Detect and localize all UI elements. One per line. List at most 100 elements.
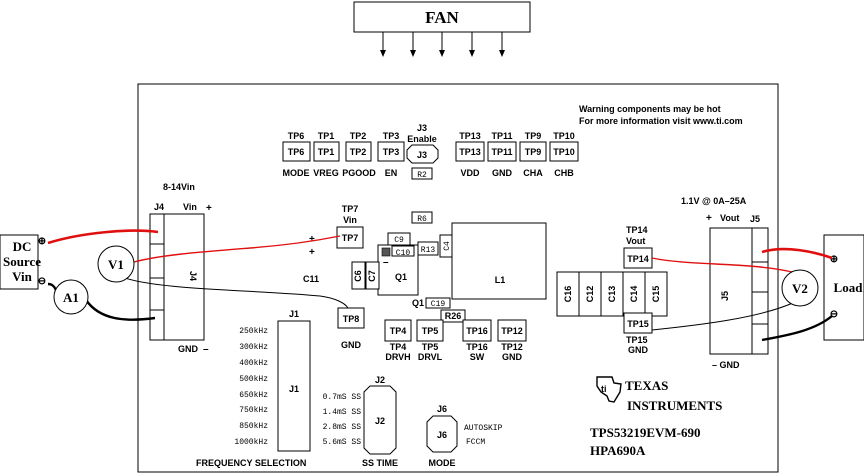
j3-subtitle: Enable — [407, 134, 437, 144]
tp4-box — [384, 319, 412, 342]
r6-resistor — [411, 211, 433, 224]
v1-voltmeter — [97, 245, 135, 283]
tp1-label: TP1 — [318, 131, 335, 141]
c7-label: C7 — [367, 270, 377, 282]
j4-name: J4 — [154, 202, 164, 212]
ti-logo: ti TEXAS INSTRUMENTS — [596, 376, 722, 413]
evm-board-outline — [137, 83, 779, 473]
dc-source-plus-terminal: ⊕ — [38, 236, 46, 247]
load-positive-wire — [761, 247, 833, 260]
freq-650khz: 650kHz — [239, 391, 268, 400]
fan-box — [353, 1, 531, 33]
v2-label: V2 — [792, 281, 808, 296]
load-minus-terminal: ⊖ — [830, 309, 838, 320]
fan: FAN — [353, 1, 531, 57]
c13-label: C13 — [607, 286, 617, 303]
dc-source-minus-terminal: ⊖ — [38, 276, 46, 287]
j5-gnd-label: – GND — [712, 360, 740, 370]
tp7-box — [336, 226, 364, 249]
tp4-box-label: TP4 — [390, 326, 407, 336]
v2-negative-wire — [651, 301, 796, 331]
ti-state-shape — [596, 376, 622, 403]
vin-range-label: 8-14Vin — [163, 182, 195, 192]
c15-capacitor — [644, 271, 668, 317]
freq-1000khz: 1000kHz — [234, 438, 268, 447]
board-number: HPA690A — [590, 443, 646, 458]
source-negative-wire — [47, 282, 58, 291]
load-plus-terminal: ⊕ — [830, 254, 838, 265]
j6-header — [426, 415, 458, 453]
tp6-signal: MODE — [283, 168, 310, 178]
j3-body-label: J3 — [417, 150, 427, 160]
tp4-label: TP4 — [390, 342, 407, 352]
v2-voltmeter — [781, 269, 819, 307]
tp13-box-label: TP13 — [459, 147, 481, 157]
tp11-label: TP11 — [491, 131, 512, 141]
frequency-selection-title: FREQUENCY SELECTION — [196, 458, 306, 468]
r6-label: R6 — [417, 215, 427, 224]
warning-line-2: For more information visit www.ti.com — [579, 116, 743, 126]
tp15-label: TP15 — [626, 335, 648, 345]
ss-time-title: SS TIME — [362, 458, 398, 468]
j4-gnd-label: GND — [178, 344, 199, 354]
tp15-box-label: TP15 — [627, 319, 649, 329]
j6-name: J6 — [437, 404, 447, 414]
r13-resistor — [417, 241, 439, 256]
mode-fccm: FCCM — [466, 438, 485, 447]
j6-body-label: J6 — [437, 430, 447, 440]
a1-label: A1 — [63, 290, 79, 305]
c10-label: C10 — [396, 249, 411, 258]
source-positive-wire — [47, 229, 159, 245]
r2-resistor — [411, 167, 433, 180]
tp5-box — [416, 319, 444, 342]
tp13-label: TP13 — [459, 131, 481, 141]
tp16-box-label: TP16 — [466, 326, 488, 336]
freq-850khz: 850kHz — [239, 422, 268, 431]
tp8-gnd-label: GND — [341, 340, 362, 350]
j1-body-label: J1 — [289, 384, 299, 394]
l1-inductor — [451, 222, 547, 300]
tp16-label: TP16 — [466, 342, 488, 352]
tp1-box — [313, 141, 340, 162]
j4-minus-sign: – — [203, 344, 209, 355]
output-capacitors: C16 C12 C13 C14 C15 — [556, 271, 668, 317]
j1-frequency-options: 250kHz 300kHz 400kHz 500kHz 650kHz 750kH… — [234, 327, 268, 447]
ss-1p4ms: 1.4mS SS — [323, 408, 362, 417]
r13-label: R13 — [421, 246, 436, 255]
dc-source-line3: Vin — [12, 269, 33, 284]
v1-label: V1 — [108, 257, 124, 272]
freq-750khz: 750kHz — [239, 406, 268, 415]
tp2-box — [345, 141, 372, 162]
tp5-box-label: TP5 — [422, 326, 439, 336]
tp14-vout-label: Vout — [626, 236, 645, 246]
v1-negative-wire — [119, 275, 349, 309]
a1-negative-wire — [85, 299, 156, 321]
fan-label: FAN — [425, 8, 459, 27]
load-negative-wire — [761, 315, 833, 342]
tp3-box-label: TP3 — [383, 147, 400, 157]
tp7-label: TP7 — [342, 204, 359, 214]
ti-instruments: INSTRUMENTS — [627, 398, 722, 413]
a1-ammeter — [53, 279, 89, 315]
j3-title: J3 — [417, 123, 427, 133]
freq-250khz: 250kHz — [239, 327, 268, 336]
tp9-box — [519, 141, 547, 162]
j4-body-label: J4 — [188, 271, 198, 281]
tp10-box-label: TP10 — [553, 147, 575, 157]
output-wiring — [651, 247, 833, 342]
fan-airflow-arrows — [380, 32, 505, 57]
c15-label: C15 — [651, 286, 661, 303]
j1-header — [277, 320, 311, 452]
power-stage: R6 C9 C10 – Q1 R13 C4 C7 C6 L1 Q1 C19 R2… — [351, 211, 547, 323]
c6-capacitor — [351, 261, 366, 290]
dc-source: DC Source Vin ⊕ ⊖ — [0, 234, 46, 290]
c4-label: C4 — [443, 241, 452, 251]
tp6-label: TP6 — [288, 131, 305, 141]
tp13-box — [455, 141, 485, 162]
q1-second-label: Q1 — [412, 298, 424, 308]
c19-capacitor — [425, 297, 451, 309]
r26-label: R26 — [445, 311, 462, 321]
tp14-box-label: TP14 — [627, 254, 649, 264]
j1-name: J1 — [289, 309, 299, 319]
